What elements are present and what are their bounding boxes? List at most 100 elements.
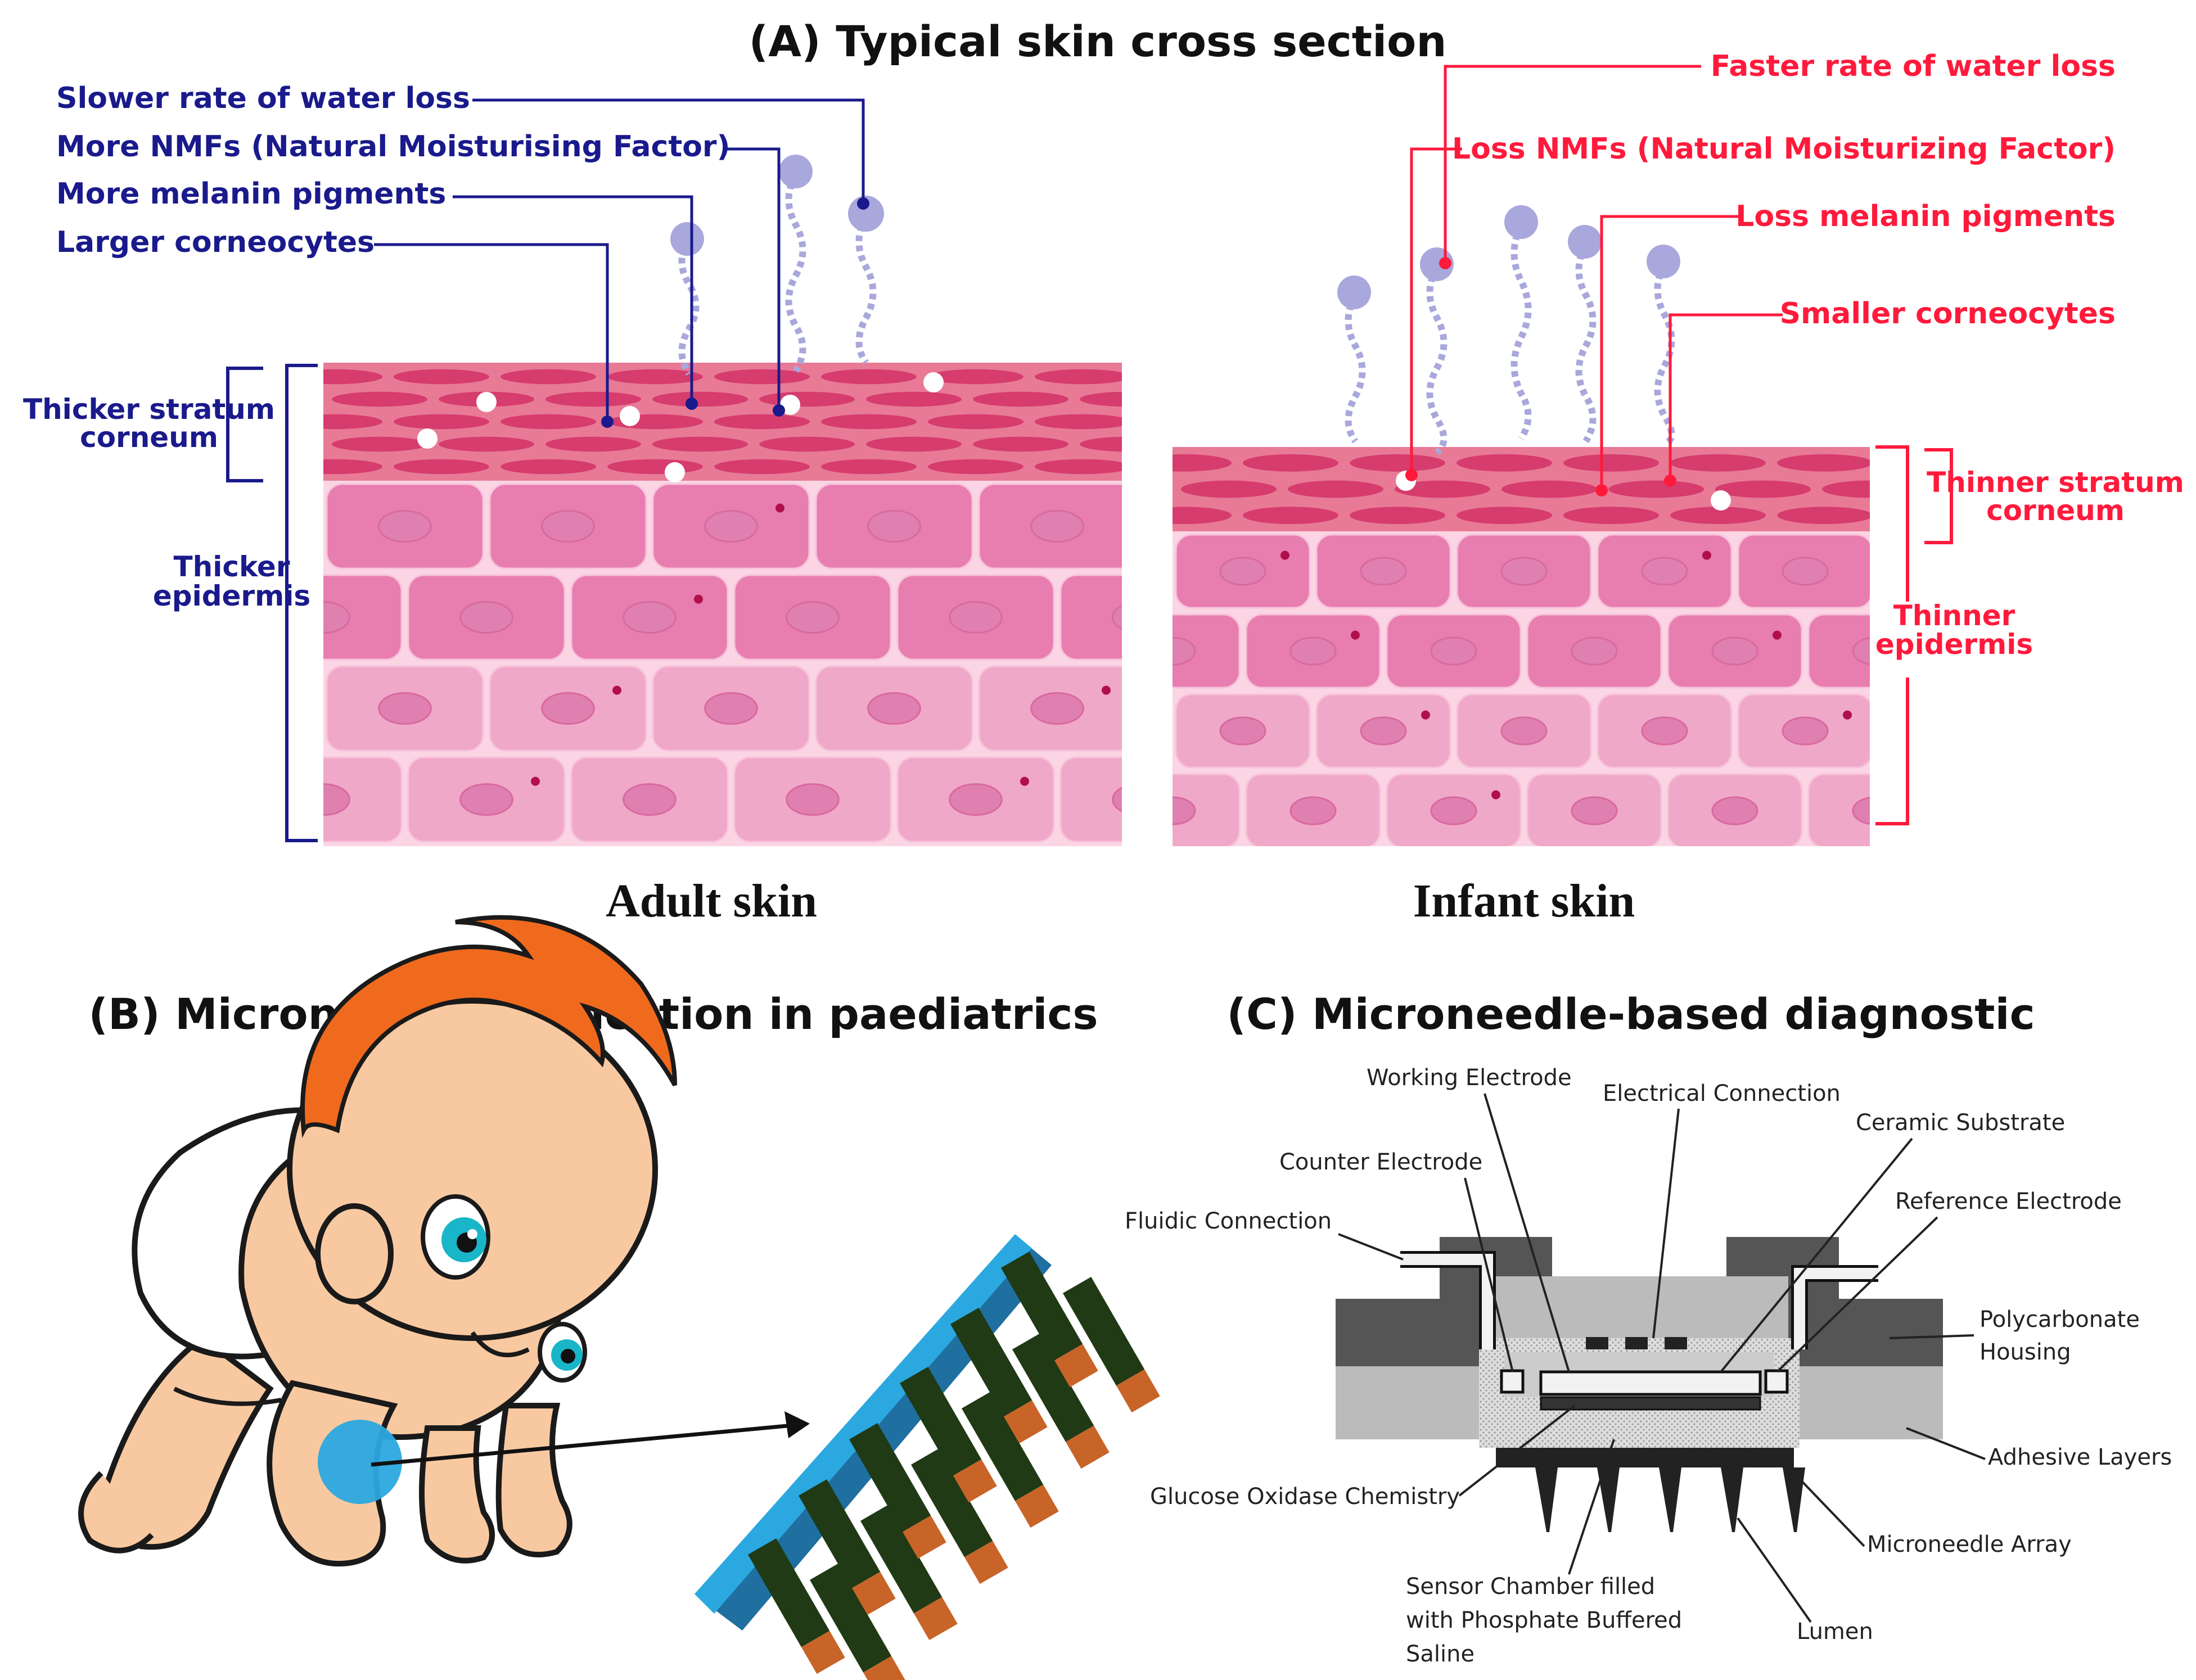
cell-nucleus xyxy=(1500,557,1548,586)
cell-nucleus xyxy=(867,692,921,725)
cell-nucleus xyxy=(1219,557,1266,586)
label-lumen: Lumen xyxy=(1797,1619,1873,1645)
nmf-granule xyxy=(780,395,800,415)
label-working-electrode: Working Electrode xyxy=(1367,1065,1572,1091)
corneocyte xyxy=(332,391,427,407)
epidermis-cell xyxy=(323,756,403,843)
cell-nucleus xyxy=(323,600,350,634)
corneocyte xyxy=(866,436,962,452)
melanin-granule xyxy=(1491,790,1500,800)
corneocyte xyxy=(1181,480,1277,498)
microneedle xyxy=(798,1479,881,1588)
cell-nucleus xyxy=(1852,637,1870,665)
corneocyte xyxy=(714,414,810,430)
infant-skin-caption: Infant skin xyxy=(1413,875,1635,927)
nmf-granule xyxy=(476,392,497,412)
corneocyte xyxy=(928,459,1023,475)
cell-nucleus xyxy=(1641,716,1688,746)
epidermis-cell xyxy=(1807,613,1870,689)
corneocyte xyxy=(1715,480,1811,498)
microneedle xyxy=(1012,1333,1094,1442)
cell-nucleus xyxy=(378,509,432,543)
nmf-granule xyxy=(1711,490,1731,511)
corneocyte xyxy=(394,414,489,430)
corneocyte xyxy=(1173,507,1232,525)
corneocyte xyxy=(1080,391,1122,407)
epidermis-cell xyxy=(1173,613,1241,689)
label-ceramic-substrate: Ceramic Substrate xyxy=(1856,1110,2065,1136)
cell-nucleus xyxy=(1711,636,1758,666)
cell-nucleus xyxy=(1112,604,1122,630)
corneocyte xyxy=(652,391,748,407)
adult-epidermis-label-1: Thicker xyxy=(174,550,290,583)
corneocyte xyxy=(1350,507,1445,525)
corneocyte xyxy=(821,369,917,385)
infant-stratum-bracket: Thinner stratum corneum xyxy=(1924,448,2184,544)
microneedle-tip xyxy=(1003,1400,1048,1444)
cell-nucleus xyxy=(949,783,1003,816)
infant-epidermis-bracket: Thinner epidermis xyxy=(1875,445,2033,825)
adult-callout-nmf: More NMFs (Natural Moisturising Factor) xyxy=(56,130,730,164)
cell-nucleus xyxy=(1289,636,1337,666)
melanin-granule xyxy=(612,685,621,695)
sensor-labels: Working Electrode Electrical Connection … xyxy=(1125,1065,2172,1667)
corneocyte xyxy=(500,369,596,385)
label-microneedle-array: Microneedle Array xyxy=(1867,1532,2072,1557)
nmf-granule xyxy=(923,372,944,392)
melanin-granule xyxy=(1351,630,1360,640)
label-counter-electrode: Counter Electrode xyxy=(1279,1149,1482,1175)
sensor-cross-section xyxy=(1336,1237,1943,1532)
cell-nucleus xyxy=(1782,557,1829,586)
cell-nucleus xyxy=(1571,636,1618,666)
microneedle-tip xyxy=(1054,1344,1098,1388)
corneocyte xyxy=(928,369,1023,385)
microneedle xyxy=(748,1538,830,1647)
corneocyte xyxy=(1243,507,1338,525)
microneedle xyxy=(1721,1467,1743,1532)
infant-stratum-label-2: corneum xyxy=(1986,494,2125,527)
adult-callout-melanin: More melanin pigments xyxy=(56,177,446,211)
corneocyte xyxy=(1243,454,1338,472)
microneedle xyxy=(900,1367,982,1476)
cell-nucleus xyxy=(459,783,513,816)
application-arrow xyxy=(371,1411,810,1467)
infant-skin-tissue xyxy=(1173,447,1870,846)
cell-nucleus xyxy=(541,509,595,543)
adult-corneocytes xyxy=(323,369,1122,482)
nmf-granule xyxy=(417,428,438,449)
corneocyte xyxy=(1777,507,1870,525)
microneedle-tip xyxy=(964,1541,1008,1584)
corneocyte xyxy=(714,369,810,385)
infant-epidermis-label-2: epidermis xyxy=(1875,628,2033,661)
melanin-granule xyxy=(1280,550,1289,560)
epidermis-cell xyxy=(1059,574,1122,661)
cell-nucleus xyxy=(1030,509,1084,543)
microneedle-array xyxy=(748,1252,1160,1680)
cell-nucleus xyxy=(378,692,432,725)
cell-nucleus xyxy=(867,509,921,543)
microneedle xyxy=(1001,1252,1083,1361)
corneocyte xyxy=(1563,507,1659,525)
cell-nucleus xyxy=(1360,716,1407,746)
microneedle xyxy=(950,1308,1032,1417)
microneedle-tip xyxy=(863,1656,907,1680)
cell-nucleus xyxy=(1571,796,1618,825)
cell-nucleus xyxy=(704,509,758,543)
microneedle-tip xyxy=(914,1597,958,1641)
corneocyte xyxy=(607,459,703,475)
cell-nucleus xyxy=(1173,796,1196,825)
corneocyte xyxy=(652,436,748,452)
corneocyte xyxy=(545,391,641,407)
cell-nucleus xyxy=(949,600,1003,634)
corneocyte xyxy=(394,459,489,475)
infant-callout-nmf: Loss NMFs (Natural Moisturizing Factor) xyxy=(1452,132,2116,166)
corneocyte xyxy=(607,369,703,385)
corneocyte xyxy=(759,436,855,452)
panel-c-title: (C) Microneedle-based diagnostic xyxy=(1226,989,2035,1039)
melanin-granule xyxy=(1102,685,1111,695)
infant-epidermis-label-1: Thinner xyxy=(1893,599,2015,632)
cell-nucleus xyxy=(459,600,513,634)
adult-skin-tissue xyxy=(323,363,1122,846)
electrical-connection-pad xyxy=(1665,1337,1687,1349)
